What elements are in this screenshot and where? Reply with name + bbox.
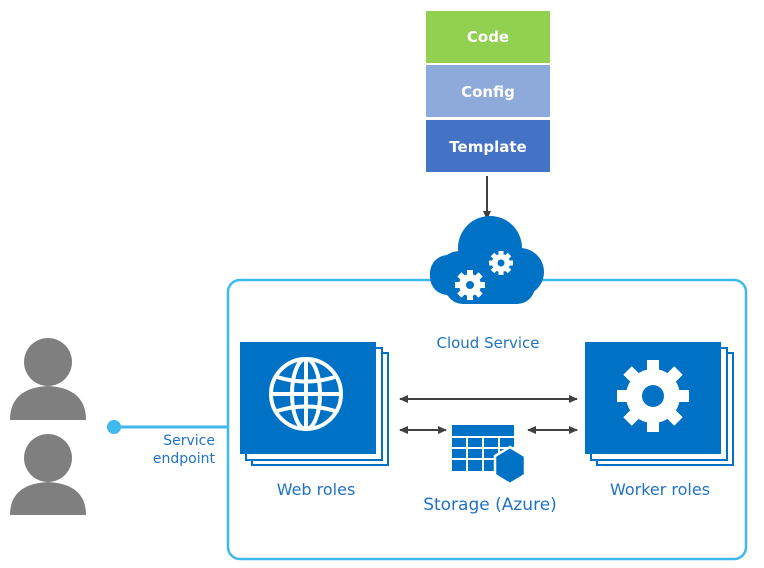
user-icon (10, 338, 86, 420)
template-label: Template (449, 138, 526, 156)
service-endpoint-label-line1: Service (163, 433, 215, 449)
worker-roles-icon (585, 342, 734, 466)
code-label: Code (467, 28, 509, 46)
storage-label: Storage (Azure) (423, 495, 557, 515)
user-icon (10, 434, 86, 515)
config-label: Config (461, 83, 515, 101)
web-roles-icon (240, 342, 389, 466)
storage-icon (452, 425, 527, 486)
code-box: Code (426, 11, 550, 63)
service-endpoint-dot (107, 420, 121, 434)
globe-icon (269, 357, 343, 431)
storage-hexagon-icon (493, 445, 527, 486)
cloud-service-label: Cloud Service (436, 334, 539, 352)
package-stack: Code Config Template (426, 11, 550, 172)
config-box: Config (426, 65, 550, 117)
template-box: Template (426, 120, 550, 172)
service-endpoint-label-line2: endpoint (153, 451, 216, 467)
gear-icon (617, 360, 689, 432)
cloud-gears-icon (430, 216, 544, 304)
web-roles-label: Web roles (277, 480, 356, 499)
worker-roles-label: Worker roles (610, 480, 710, 499)
